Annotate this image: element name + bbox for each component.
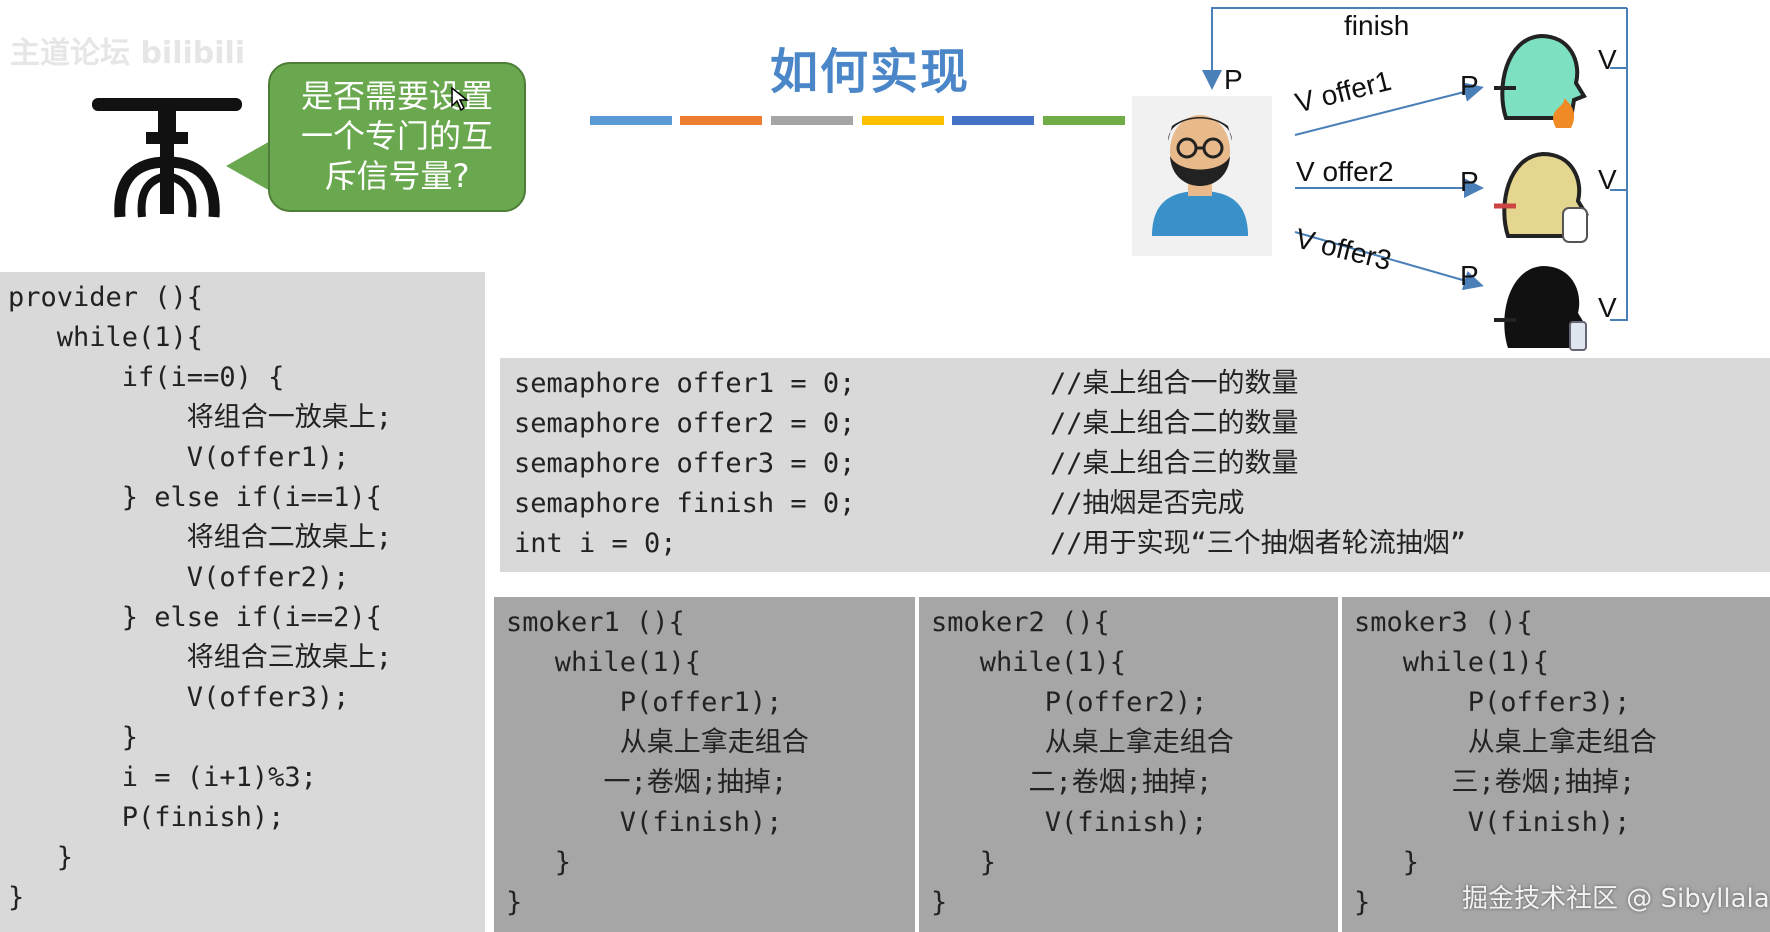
finish-label: finish [1344,10,1410,41]
smoker-line: V(finish); [931,807,1208,838]
title-bar-6 [1043,116,1125,125]
provider-person-icon [1132,96,1272,256]
provider-line: V(offer3); [8,682,350,713]
question-bubble: 是否需要设置 一个专门的互 斥信号量? [268,62,526,212]
provider-line: V(offer1); [8,442,350,473]
sync-diagram [1202,7,1628,321]
declaration-comment: //桌上组合三的数量 [1050,448,1299,479]
bubble-line-2: 一个专门的互 [300,117,493,155]
provider-line: } [8,882,25,913]
smoker-line: 三;卷烟;抽掉; [1354,767,1636,798]
p-label-smoker3: P [1460,260,1479,291]
p-label-smoker1: P [1460,70,1479,101]
title-bar-2 [680,116,762,125]
table-icon [92,98,242,218]
smoker-line: } [931,887,948,918]
provider-line: } else if(i==2){ [8,602,382,633]
provider-line: } [8,842,74,873]
title-bar-3 [771,116,853,125]
watermark-bottom-right: 掘金技术社区 @ Sibyllala [1462,884,1770,914]
declaration-code: semaphore offer1 = 0; [514,368,856,399]
smoker-line: } [1354,887,1371,918]
declaration-comment: //桌上组合一的数量 [1050,368,1299,399]
provider-line: if(i==0) { [8,362,285,393]
v-label-smoker1: V [1598,44,1617,75]
smoker-line: 一;卷烟;抽掉; [506,767,788,798]
watermark-top-left: 主道论坛 bilibili [10,36,246,71]
bubble-line-3: 斥信号量? [324,157,470,195]
p-label-smoker2: P [1460,166,1479,197]
smoker3-code-panel: smoker3 (){ while(1){ P(offer3); 从桌上拿走组合… [1342,597,1770,932]
provider-line: P(finish); [8,802,285,833]
offer2-label: V offer2 [1296,156,1394,187]
smoker-line: 从桌上拿走组合 [1354,727,1657,758]
declaration-code: semaphore finish = 0; [514,488,856,519]
smoker-line: smoker3 (){ [1354,607,1533,638]
provider-line: while(1){ [8,322,204,353]
provider-line: i = (i+1)%3; [8,762,317,793]
provider-line: } [8,722,139,753]
provider-line: provider (){ [8,282,204,313]
declaration-code: int i = 0; [514,528,677,559]
declaration-code: semaphore offer2 = 0; [514,408,856,439]
provider-line: 将组合三放桌上; [8,642,393,673]
declaration-comment: //用于实现“三个抽烟者轮流抽烟” [1050,528,1467,559]
p-label-provider: P [1224,64,1243,95]
smoker-line: V(finish); [506,807,783,838]
provider-line: 将组合二放桌上; [8,522,393,553]
smoker-line: while(1){ [931,647,1127,678]
title-bar-4 [862,116,944,125]
provider-line: V(offer2); [8,562,350,593]
smoker-line: } [506,887,523,918]
smoker2-head-icon [1494,151,1589,243]
semaphore-declarations-panel: semaphore offer1 = 0; //桌上组合一的数量 semapho… [500,358,1770,572]
smoker-line: 从桌上拿走组合 [506,727,809,758]
smoker2-code-panel: smoker2 (){ while(1){ P(offer2); 从桌上拿走组合… [919,597,1338,932]
title-bar-1 [590,116,672,125]
smoker-line: smoker2 (){ [931,607,1110,638]
smoker1-code-panel: smoker1 (){ while(1){ P(offer1); 从桌上拿走组合… [494,597,915,932]
bubble-tail [226,140,272,192]
smoker-line: } [1354,847,1420,878]
declaration-code: semaphore offer3 = 0; [514,448,856,479]
bubble-line-1: 是否需要设置 [300,77,493,115]
provider-line: } else if(i==1){ [8,482,382,513]
smoker-line: while(1){ [1354,647,1550,678]
smoker-line: P(offer3); [1354,687,1631,718]
smoker-line: } [506,847,572,878]
provider-code-panel: provider (){ while(1){ if(i==0) { 将组合一放桌… [0,272,485,932]
smoker-line: } [931,847,997,878]
title-bar-5 [952,116,1034,125]
smoker-line: 从桌上拿走组合 [931,727,1234,758]
smoker1-head-icon [1494,33,1587,128]
slide-title: 如何实现 [770,44,971,100]
smoker-line: V(finish); [1354,807,1631,838]
v-label-smoker3: V [1598,292,1617,323]
v-label-smoker2: V [1598,164,1617,195]
smoker-line: 二;卷烟;抽掉; [931,767,1213,798]
mouse-cursor-icon [451,86,470,112]
provider-line: 将组合一放桌上; [8,402,393,433]
smoker-line: P(offer2); [931,687,1208,718]
declaration-comment: //抽烟是否完成 [1050,488,1245,519]
smoker-line: P(offer1); [506,687,783,718]
smoker-line: smoker1 (){ [506,607,685,638]
declaration-comment: //桌上组合二的数量 [1050,408,1299,439]
smoker3-head-icon [1494,266,1587,351]
smoker-line: while(1){ [506,647,702,678]
